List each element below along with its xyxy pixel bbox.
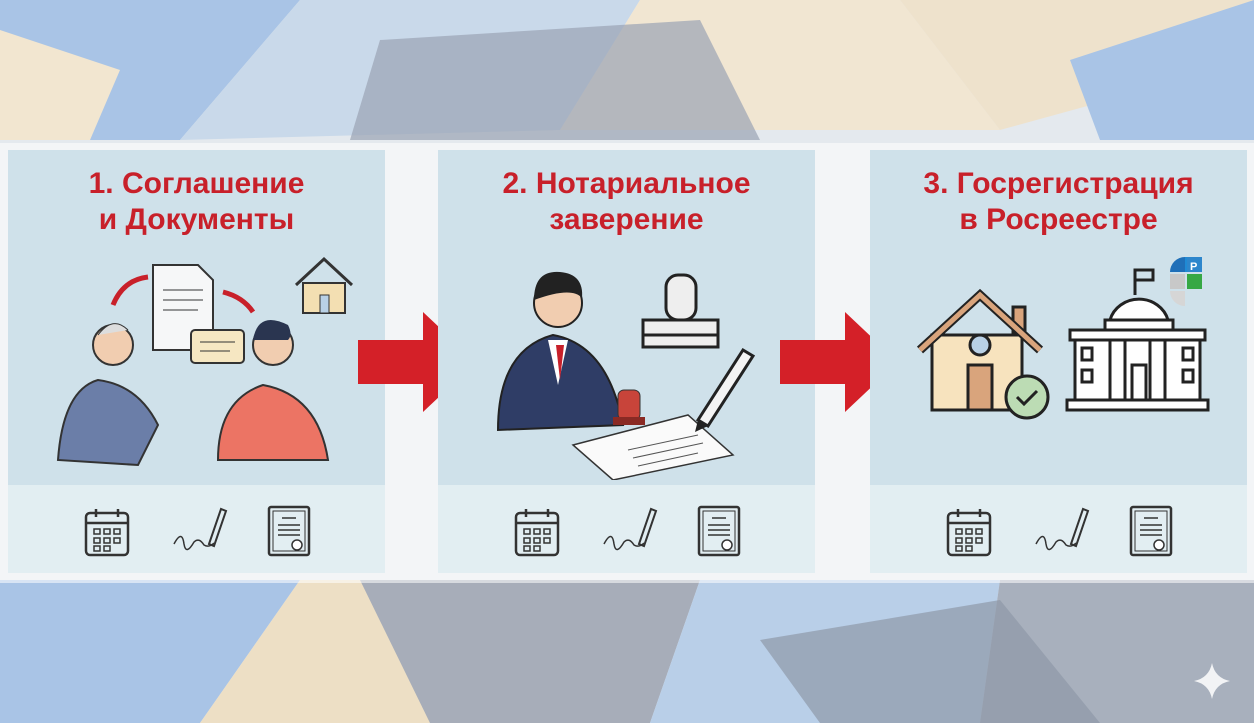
step-title-line: 3. Госрегистрация [923, 167, 1194, 200]
house-with-check-icon [916, 288, 1050, 420]
certificate-icon [697, 505, 740, 556]
sparkle-icon [1194, 663, 1230, 699]
rubber-stamp-icon [613, 389, 645, 425]
registration-illustration: Р [916, 257, 1210, 420]
step-2-panel: 2. Нотариальное заверение [438, 150, 815, 573]
agreement-illustration [56, 256, 354, 467]
young-man-figure [216, 320, 330, 461]
elderly-man-figure [56, 323, 160, 467]
step-1-panel: 1. Соглашение и Документы [8, 150, 385, 573]
notary-figure [496, 271, 625, 432]
signature-pen-icon [1034, 507, 1089, 551]
government-building-icon [1065, 268, 1210, 412]
certificate-icon [267, 505, 310, 556]
step-title-line: заверение [549, 203, 704, 236]
step-title-line: 2. Нотариальное [502, 167, 751, 200]
step-title-line: в Росреестре [959, 203, 1158, 236]
step-1-footer [8, 485, 385, 573]
pen-icon [695, 347, 756, 432]
step-3-footer [870, 485, 1247, 573]
document-icon [152, 264, 214, 351]
step-title-line: и Документы [98, 203, 295, 236]
chat-bubble-icon [190, 329, 245, 364]
arrow-icon [222, 289, 256, 314]
step-3-title: 3. Госрегистрация в Росреестре [870, 166, 1247, 238]
paper-document [571, 414, 735, 480]
house-icon [294, 256, 354, 314]
step-2-footer [438, 485, 815, 573]
signature-pen-icon [602, 507, 657, 551]
certificate-icon [1129, 505, 1172, 556]
calendar-icon [514, 508, 559, 556]
arrow-icon [110, 274, 149, 307]
large-stamp-icon [641, 273, 720, 349]
step-arrow-2 [780, 312, 898, 412]
step-title-line: 1. Соглашение [88, 167, 305, 200]
calendar-icon [84, 508, 129, 556]
notary-illustration [496, 271, 756, 480]
rosreestr-logo: Р [1170, 257, 1202, 306]
step-3-panel: 3. Госрегистрация в Росреестре [870, 150, 1247, 573]
step-2-title: 2. Нотариальное заверение [438, 166, 815, 238]
calendar-icon [946, 508, 991, 556]
svg-text:Р: Р [1190, 261, 1197, 273]
signature-pen-icon [172, 507, 227, 551]
step-1-title: 1. Соглашение и Документы [8, 166, 385, 238]
